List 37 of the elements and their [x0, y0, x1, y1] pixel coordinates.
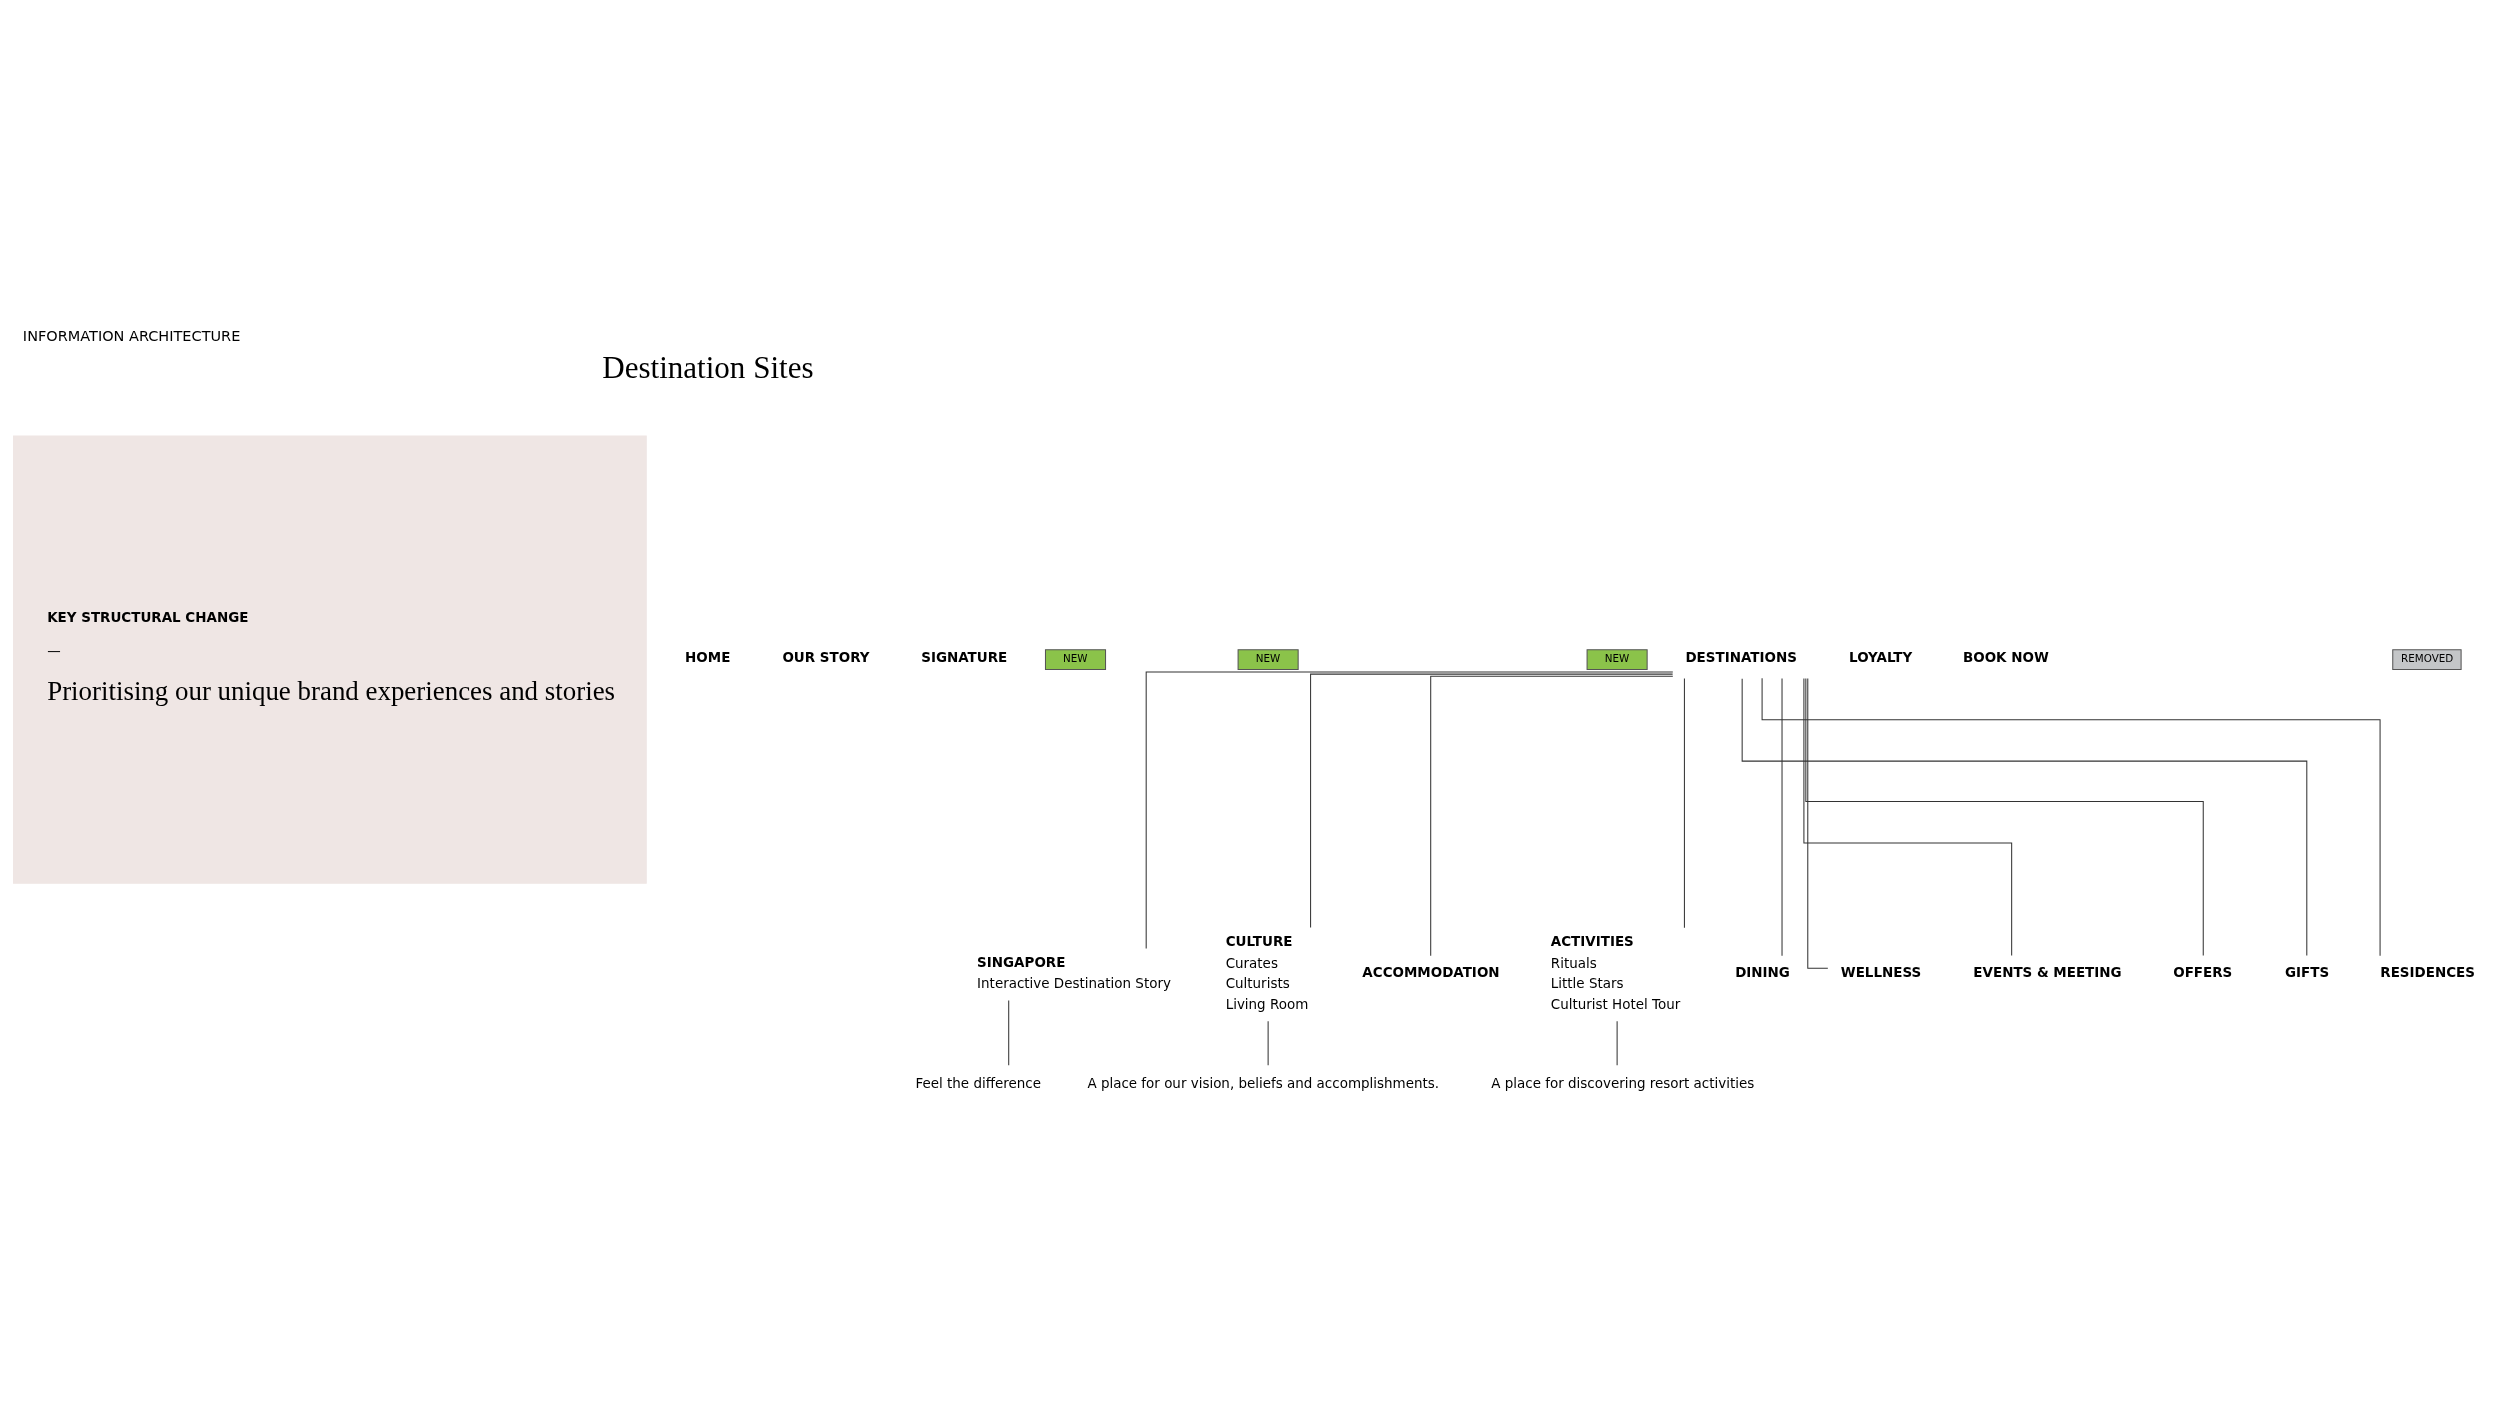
node-box: KEY STRUCTURAL CHANGE — Prioritising our unique brand experiences and stories	[13, 434, 647, 884]
node-text: DINING	[1735, 964, 1790, 980]
node-box: NEW	[1586, 648, 1648, 670]
node-text: SINGAPORE Interactive Destination Story	[977, 954, 1171, 991]
connector	[1267, 1020, 1269, 1066]
node-box: REMOVED	[2392, 648, 2462, 670]
connector	[1616, 1020, 1618, 1066]
node-text: ACTIVITIES Rituals Little Stars Culturist Hotel Tour	[1550, 933, 1681, 1012]
node-text: ACCOMMODATION	[1362, 964, 1500, 980]
connector	[1805, 677, 2204, 956]
node-box: NEW	[1237, 648, 1299, 670]
node-text: OUR STORY	[782, 649, 870, 665]
node-text: SIGNATURE	[921, 649, 1008, 665]
node-text: A place for our vision, beliefs and accomplishments.	[1087, 1075, 1440, 1091]
node-text: A place for discovering resort activities	[1491, 1075, 1755, 1091]
node-text: DESTINATIONS	[1685, 649, 1797, 665]
node-text: OFFERS	[2173, 964, 2233, 980]
connector	[1008, 999, 1010, 1066]
connector	[1430, 675, 1674, 956]
node-text: LOYALTY	[1849, 649, 1913, 665]
connector	[1310, 673, 1674, 928]
node-text: RESIDENCES	[2380, 964, 2475, 980]
node-text: WELLNESS	[1840, 964, 1922, 980]
node-text: Feel the difference	[915, 1075, 1041, 1091]
node-text: GIFTS	[2285, 964, 2330, 980]
connector	[1781, 677, 1783, 956]
node-text: HOME	[685, 649, 731, 665]
label: Destination Sites	[602, 349, 814, 385]
connector	[1683, 677, 1685, 928]
node-text: CULTURE Curates Culturists Living Room	[1225, 933, 1309, 1012]
node-text: BOOK NOW	[1962, 649, 2049, 665]
diagram-title: INFORMATION ARCHITECTURE	[22, 327, 241, 344]
node-text: EVENTS & MEETING	[1973, 964, 2122, 980]
connector	[1807, 677, 1829, 969]
connector	[1803, 677, 2013, 956]
node-box: NEW	[1044, 648, 1107, 670]
connector	[1145, 671, 1674, 949]
